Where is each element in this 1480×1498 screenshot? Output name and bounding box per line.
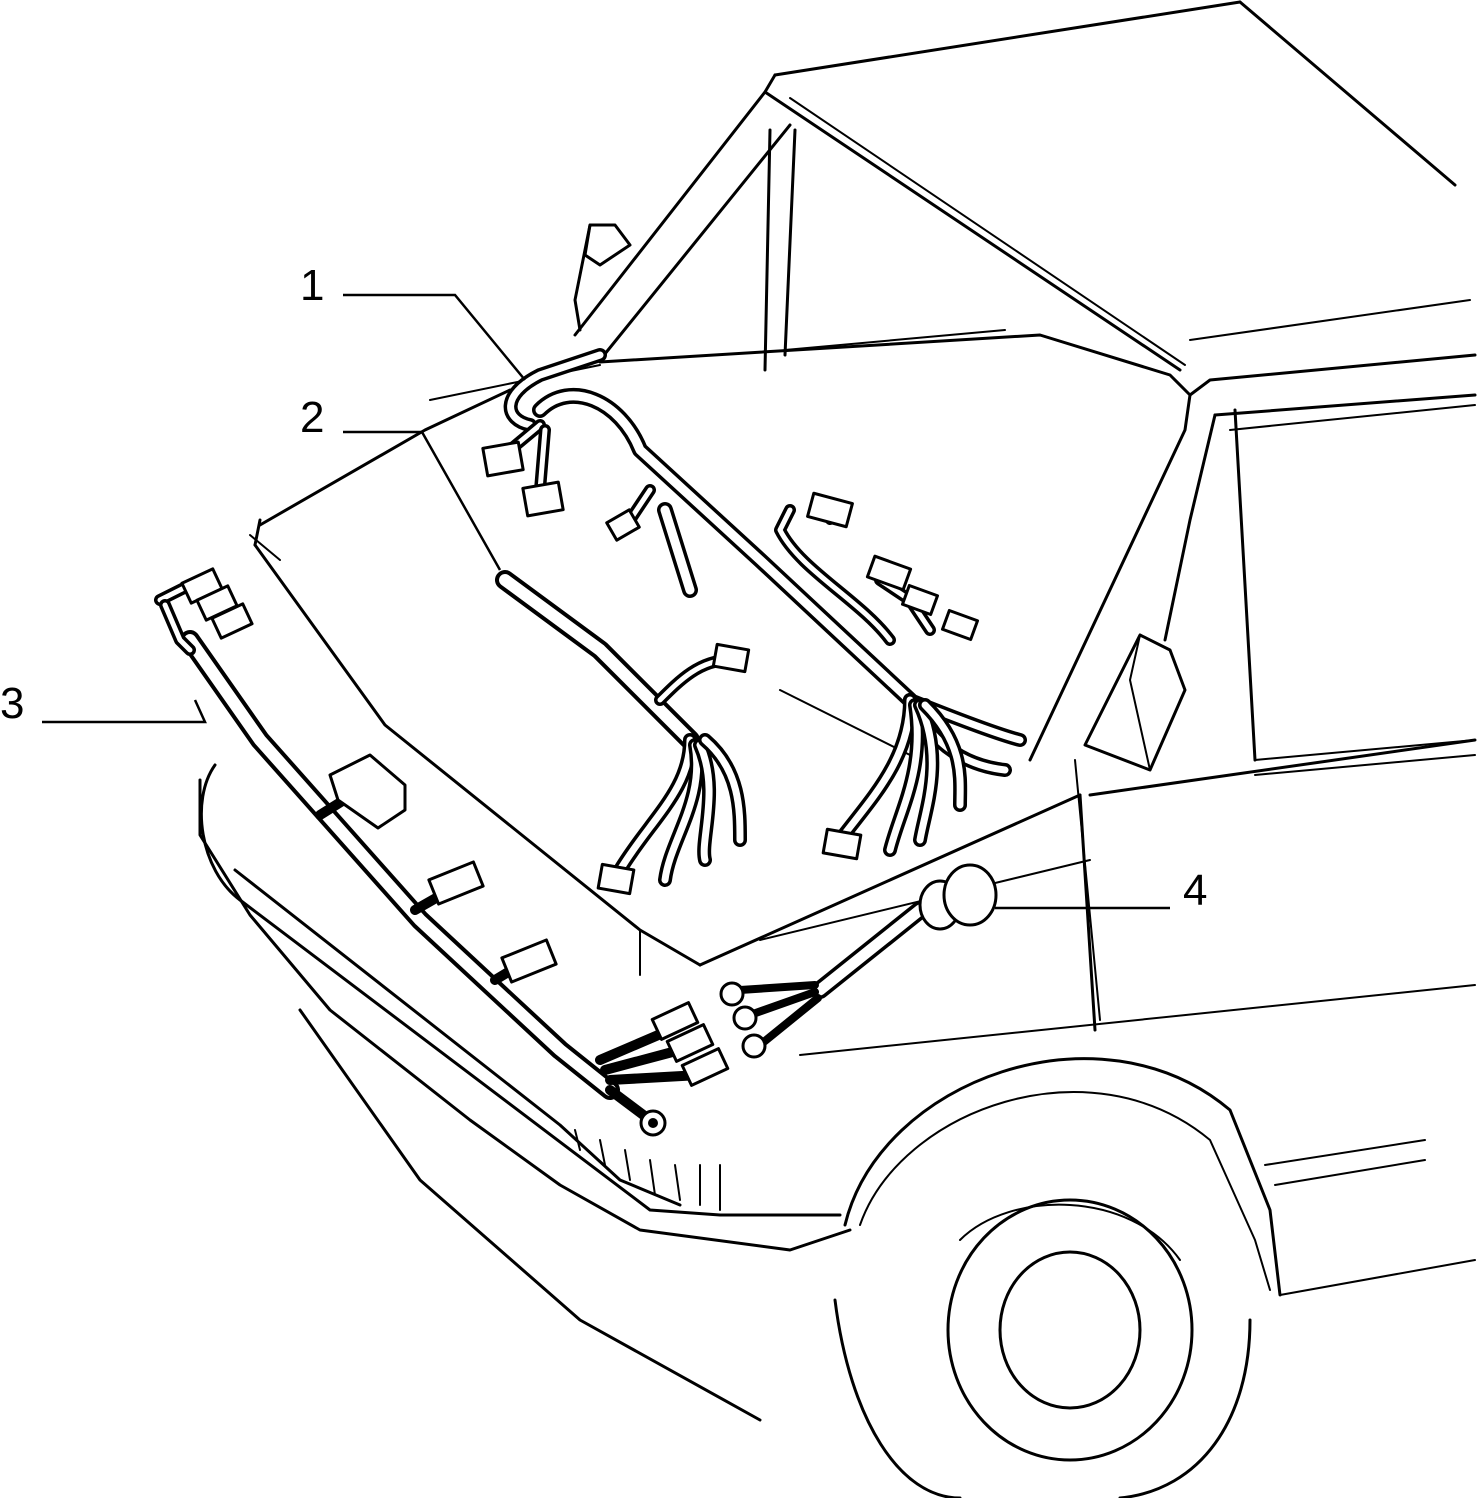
leader-3 <box>42 699 207 724</box>
leader-1 <box>343 293 526 381</box>
callout-1: 1 <box>300 261 324 310</box>
harness-2 <box>495 570 751 896</box>
harness-3 <box>154 567 730 1137</box>
callout-labels: 1 2 3 4 <box>0 261 1207 915</box>
car-body-outline <box>198 0 1477 1498</box>
callout-4: 4 <box>1183 866 1207 915</box>
callout-2: 2 <box>300 393 324 442</box>
harness-4 <box>719 863 998 1059</box>
callout-leaders <box>42 293 1170 910</box>
callout-3: 3 <box>0 679 24 728</box>
leader-2 <box>343 430 502 571</box>
harness-1 <box>481 348 1027 861</box>
